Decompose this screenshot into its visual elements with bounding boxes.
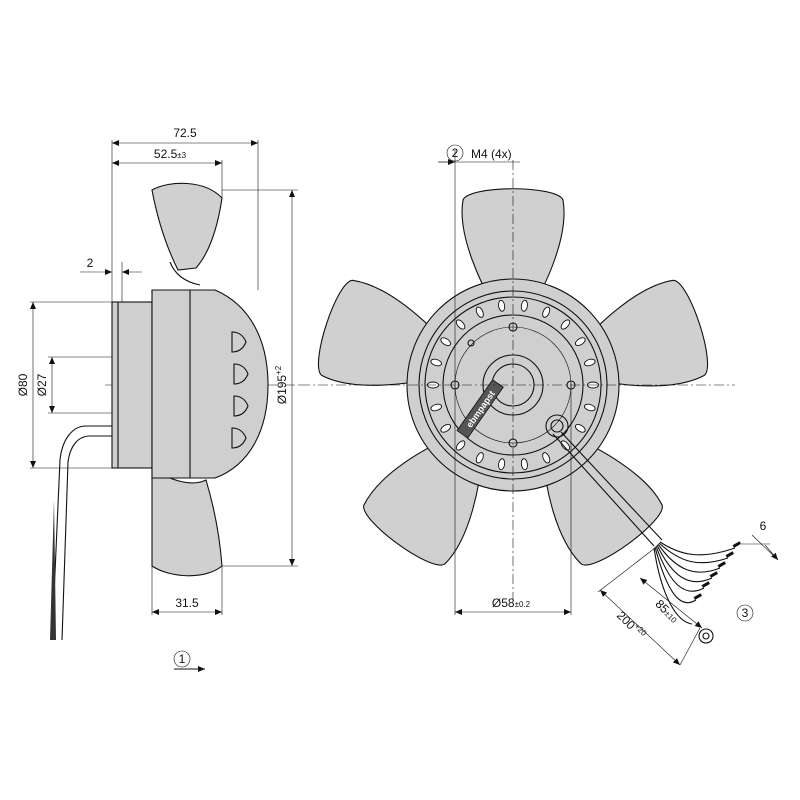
dim-lead-short-group: 85±10 bbox=[652, 597, 681, 626]
front-view: ebmpapst bbox=[300, 144, 779, 666]
cable-gland-bore bbox=[550, 419, 564, 433]
cooling-pocket bbox=[560, 319, 571, 330]
cooling-pocket bbox=[440, 337, 452, 347]
cooling-pocket bbox=[574, 423, 586, 433]
dim-lead-long-group: 200+20 bbox=[614, 608, 649, 643]
callout-leads: 3 bbox=[742, 606, 749, 620]
ext-lead-start bbox=[597, 547, 656, 593]
dim-arrow-strip bbox=[764, 544, 779, 561]
dim-bottom: 31.5 bbox=[175, 596, 199, 610]
cooling-pocket bbox=[475, 306, 484, 318]
cooling-pocket bbox=[542, 452, 551, 464]
callout-thread: 2 bbox=[452, 146, 459, 160]
callout-airflow-circle bbox=[173, 650, 191, 668]
cooling-pocket bbox=[455, 319, 466, 330]
dim-blade-depth-tol: ±3 bbox=[177, 151, 186, 160]
dim-offset: 2 bbox=[87, 256, 94, 270]
side-blade-bottom bbox=[151, 469, 223, 577]
dim-flange-dia: Ø80 bbox=[16, 373, 30, 396]
ring-terminal bbox=[698, 628, 714, 644]
side-view: 72.5 52.5±3 2 Ø80 Ø27 Ø195+2 31.5 1 bbox=[16, 126, 300, 672]
side-blade-top bbox=[151, 182, 223, 271]
lead-terminals bbox=[693, 541, 741, 600]
dim-hub-dia: Ø27 bbox=[35, 373, 49, 396]
side-blade-top-root bbox=[169, 261, 201, 286]
side-cable-upper bbox=[51, 425, 112, 641]
callout-airflow: 1 bbox=[179, 652, 186, 666]
cooling-pocket bbox=[584, 358, 596, 367]
thread-label: M4 (4x) bbox=[471, 147, 512, 161]
side-flange bbox=[111, 301, 153, 469]
earth-hole bbox=[467, 339, 475, 347]
cooling-pocket bbox=[430, 403, 442, 412]
dim-fan-dia-group: Ø195+2 bbox=[274, 365, 289, 404]
dim-bolt-circle-group: Ø58±0.2 bbox=[492, 596, 531, 610]
cooling-pocket bbox=[560, 440, 571, 451]
cooling-pocket bbox=[584, 403, 596, 412]
cooling-pocket bbox=[574, 337, 586, 347]
cooling-pocket bbox=[520, 458, 528, 471]
callout-thread-circle bbox=[446, 144, 464, 162]
cable-gland bbox=[545, 414, 569, 438]
side-rotor bbox=[151, 289, 269, 479]
callout-leads-circle bbox=[736, 604, 754, 622]
cable-sheath-a bbox=[560, 431, 663, 541]
dim-fan-dia-tol: +2 bbox=[274, 365, 283, 375]
dim-line-lead-long bbox=[599, 589, 681, 666]
cooling-pocket bbox=[520, 299, 528, 312]
dim-line-strip bbox=[751, 534, 779, 561]
dim-fan-dia: Ø195 bbox=[275, 375, 289, 405]
dim-bolt-circle-tol: ±0.2 bbox=[515, 600, 531, 609]
dim-bolt-circle: Ø58 bbox=[492, 596, 515, 610]
dim-total-depth: 72.5 bbox=[173, 126, 197, 140]
side-cable-leads bbox=[50, 500, 56, 640]
dim-blade-depth-group: 52.5±3 bbox=[154, 147, 187, 161]
side-cooling-slots bbox=[231, 331, 249, 449]
cooling-pocket bbox=[542, 306, 551, 318]
dim-blade-depth: 52.5 bbox=[154, 147, 178, 161]
side-cable-lower bbox=[61, 435, 112, 641]
cable-sheath-b bbox=[552, 433, 655, 547]
cooling-pocket bbox=[430, 358, 442, 367]
dim-wire-strip: 6 bbox=[760, 519, 767, 533]
cooling-pocket bbox=[498, 458, 506, 471]
cooling-pocket bbox=[440, 423, 452, 433]
cooling-pocket bbox=[498, 299, 506, 312]
ring-terminal-hole bbox=[702, 632, 710, 640]
cooling-pocket bbox=[475, 452, 484, 464]
cooling-pocket bbox=[455, 440, 466, 451]
ext-lead-end bbox=[679, 627, 701, 666]
